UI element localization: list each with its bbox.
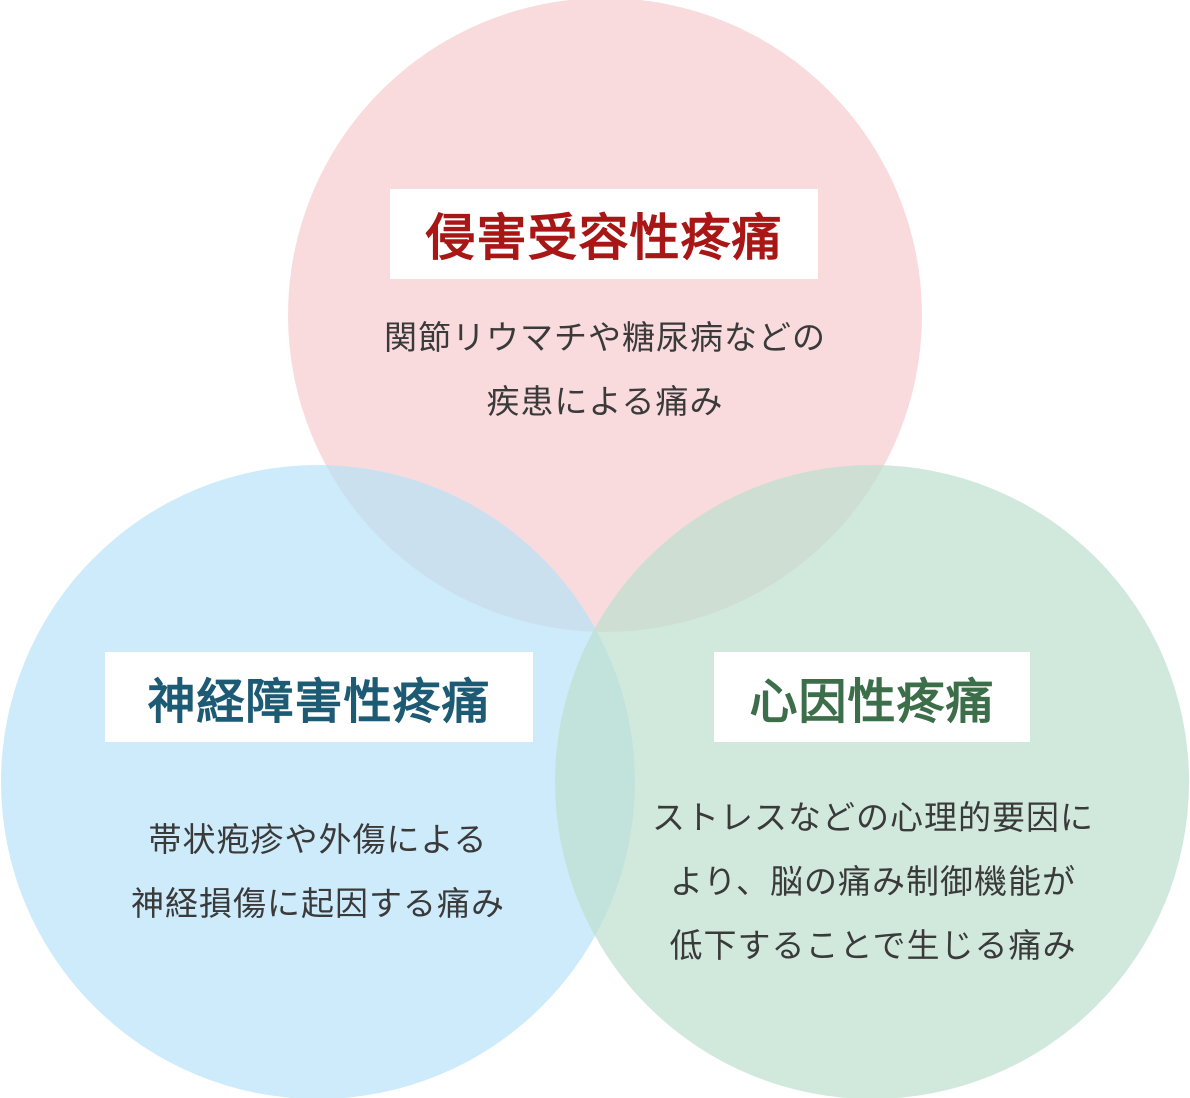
circle-nociceptive — [288, 0, 922, 632]
description-line: 関節リウマチや糖尿病などの — [384, 318, 826, 357]
nociceptive-pain-description: 関節リウマチや糖尿病などの 疾患による痛み — [305, 306, 905, 434]
description-line: より、脳の痛み制御機能が — [669, 862, 1077, 901]
neuropathic-pain-title-text: 神経障害性疼痛 — [147, 674, 491, 730]
circle-neuropathic — [1, 465, 635, 1098]
description-line: 神経損傷に起因する痛み — [131, 884, 505, 923]
psychogenic-pain-description: ストレスなどの心理的要因に より、脳の痛み制御機能が 低下することで生じる痛み — [573, 786, 1173, 978]
description-line: 帯状疱疹や外傷による — [148, 820, 488, 859]
neuropathic-pain-title: 神経障害性疼痛 — [105, 652, 533, 742]
description-line: 低下することで生じる痛み — [669, 926, 1077, 965]
nociceptive-pain-title: 侵害受容性疼痛 — [390, 189, 818, 279]
description-line: ストレスなどの心理的要因に — [652, 798, 1094, 837]
psychogenic-pain-title: 心因性疼痛 — [714, 652, 1030, 742]
neuropathic-pain-description: 帯状疱疹や外傷による 神経損傷に起因する痛み — [18, 808, 618, 936]
nociceptive-pain-title-text: 侵害受容性疼痛 — [425, 209, 783, 267]
psychogenic-pain-title-text: 心因性疼痛 — [749, 674, 995, 730]
description-line: 疾患による痛み — [486, 382, 724, 421]
circle-psychogenic — [555, 465, 1189, 1098]
